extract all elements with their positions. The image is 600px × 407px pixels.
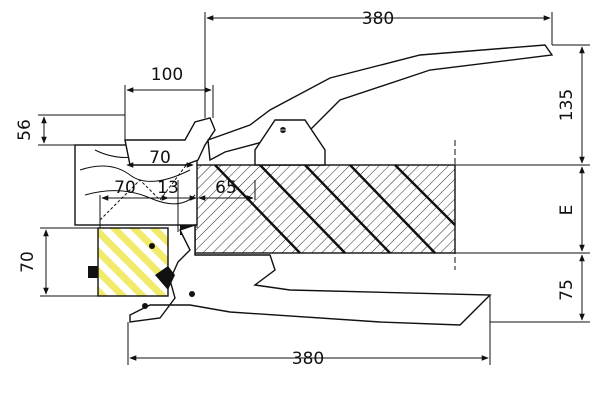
dim-upper-block: 70 <box>149 148 171 168</box>
dim-handle-rise: 135 <box>557 89 577 121</box>
striker-block <box>88 227 169 297</box>
dim-catch-height: 56 <box>15 119 35 141</box>
dim-offset: 65 <box>215 178 237 198</box>
dim-left-height: 70 <box>18 251 38 273</box>
dim-catch-width: 100 <box>151 65 183 85</box>
dim-top-length: 380 <box>362 9 394 29</box>
dim-bottom-length: 380 <box>292 349 324 369</box>
dim-gap: 13 <box>157 178 179 198</box>
lower-handle <box>129 224 492 326</box>
dim-lower-block: 70 <box>114 178 136 198</box>
upper-handle <box>207 44 554 166</box>
dimension-lines <box>38 12 590 365</box>
dim-lower-height: 75 <box>557 279 577 301</box>
dimension-labels: 380 380 100 56 70 70 13 65 70 135 E 75 <box>15 9 577 369</box>
dim-thickness: E <box>557 205 577 216</box>
door-panel <box>194 140 456 270</box>
